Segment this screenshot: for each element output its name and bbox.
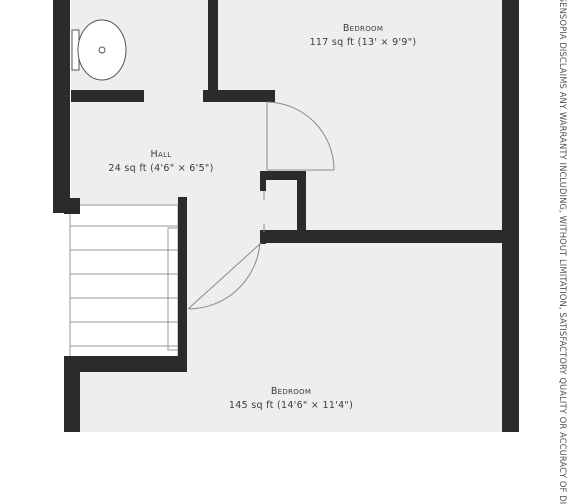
room-name: Hall — [150, 149, 172, 160]
room-area: 24 sq ft (4'6" × 6'5") — [108, 163, 214, 174]
sink-icon — [71, 19, 127, 81]
bedroom-top-label: Bedroom 117 sq ft (13' × 9'9") — [290, 22, 436, 50]
wall-bedroom-divider — [260, 230, 504, 243]
room-area: 145 sq ft (14'6" × 11'4") — [228, 400, 354, 411]
wall-stair-right — [178, 197, 187, 372]
wall-stair-left-stub — [64, 198, 80, 214]
wall-stair-bottom — [64, 356, 187, 372]
room-name: Bedroom — [270, 386, 312, 397]
wall-left-upper — [53, 0, 70, 213]
walls — [53, 0, 519, 432]
wall-door-jamb-bottom — [260, 232, 266, 244]
wall-bath-hall-left — [71, 90, 144, 102]
door-swing-icon — [266, 101, 335, 171]
wall-right — [502, 0, 519, 432]
stairs-icon — [69, 204, 179, 358]
wall-door-jamb-top — [260, 171, 266, 191]
floor-plan — [53, 0, 519, 432]
wall-bath-hall-right — [203, 90, 275, 102]
room-area: 117 sq ft (13' × 9'9") — [309, 37, 417, 48]
disclaimer-text: Y OF ANY KIND. SENSOPIA DISCLAIMS ANY WA… — [558, 0, 568, 504]
floor-hall-lower — [186, 196, 267, 246]
wall-closet-side — [297, 171, 306, 243]
hall-label: Hall 24 sq ft (4'6" × 6'5") — [96, 148, 226, 176]
wall-bath-divider — [208, 0, 218, 102]
room-name: Bedroom — [342, 23, 384, 34]
wall-stair-rail-post — [184, 232, 187, 246]
bedroom-bottom-label: Bedroom 145 sq ft (14'6" × 11'4") — [216, 385, 366, 413]
wall-left-lower — [64, 356, 80, 432]
wall-closet-top — [260, 171, 306, 180]
door-swing-icon — [187, 242, 262, 310]
